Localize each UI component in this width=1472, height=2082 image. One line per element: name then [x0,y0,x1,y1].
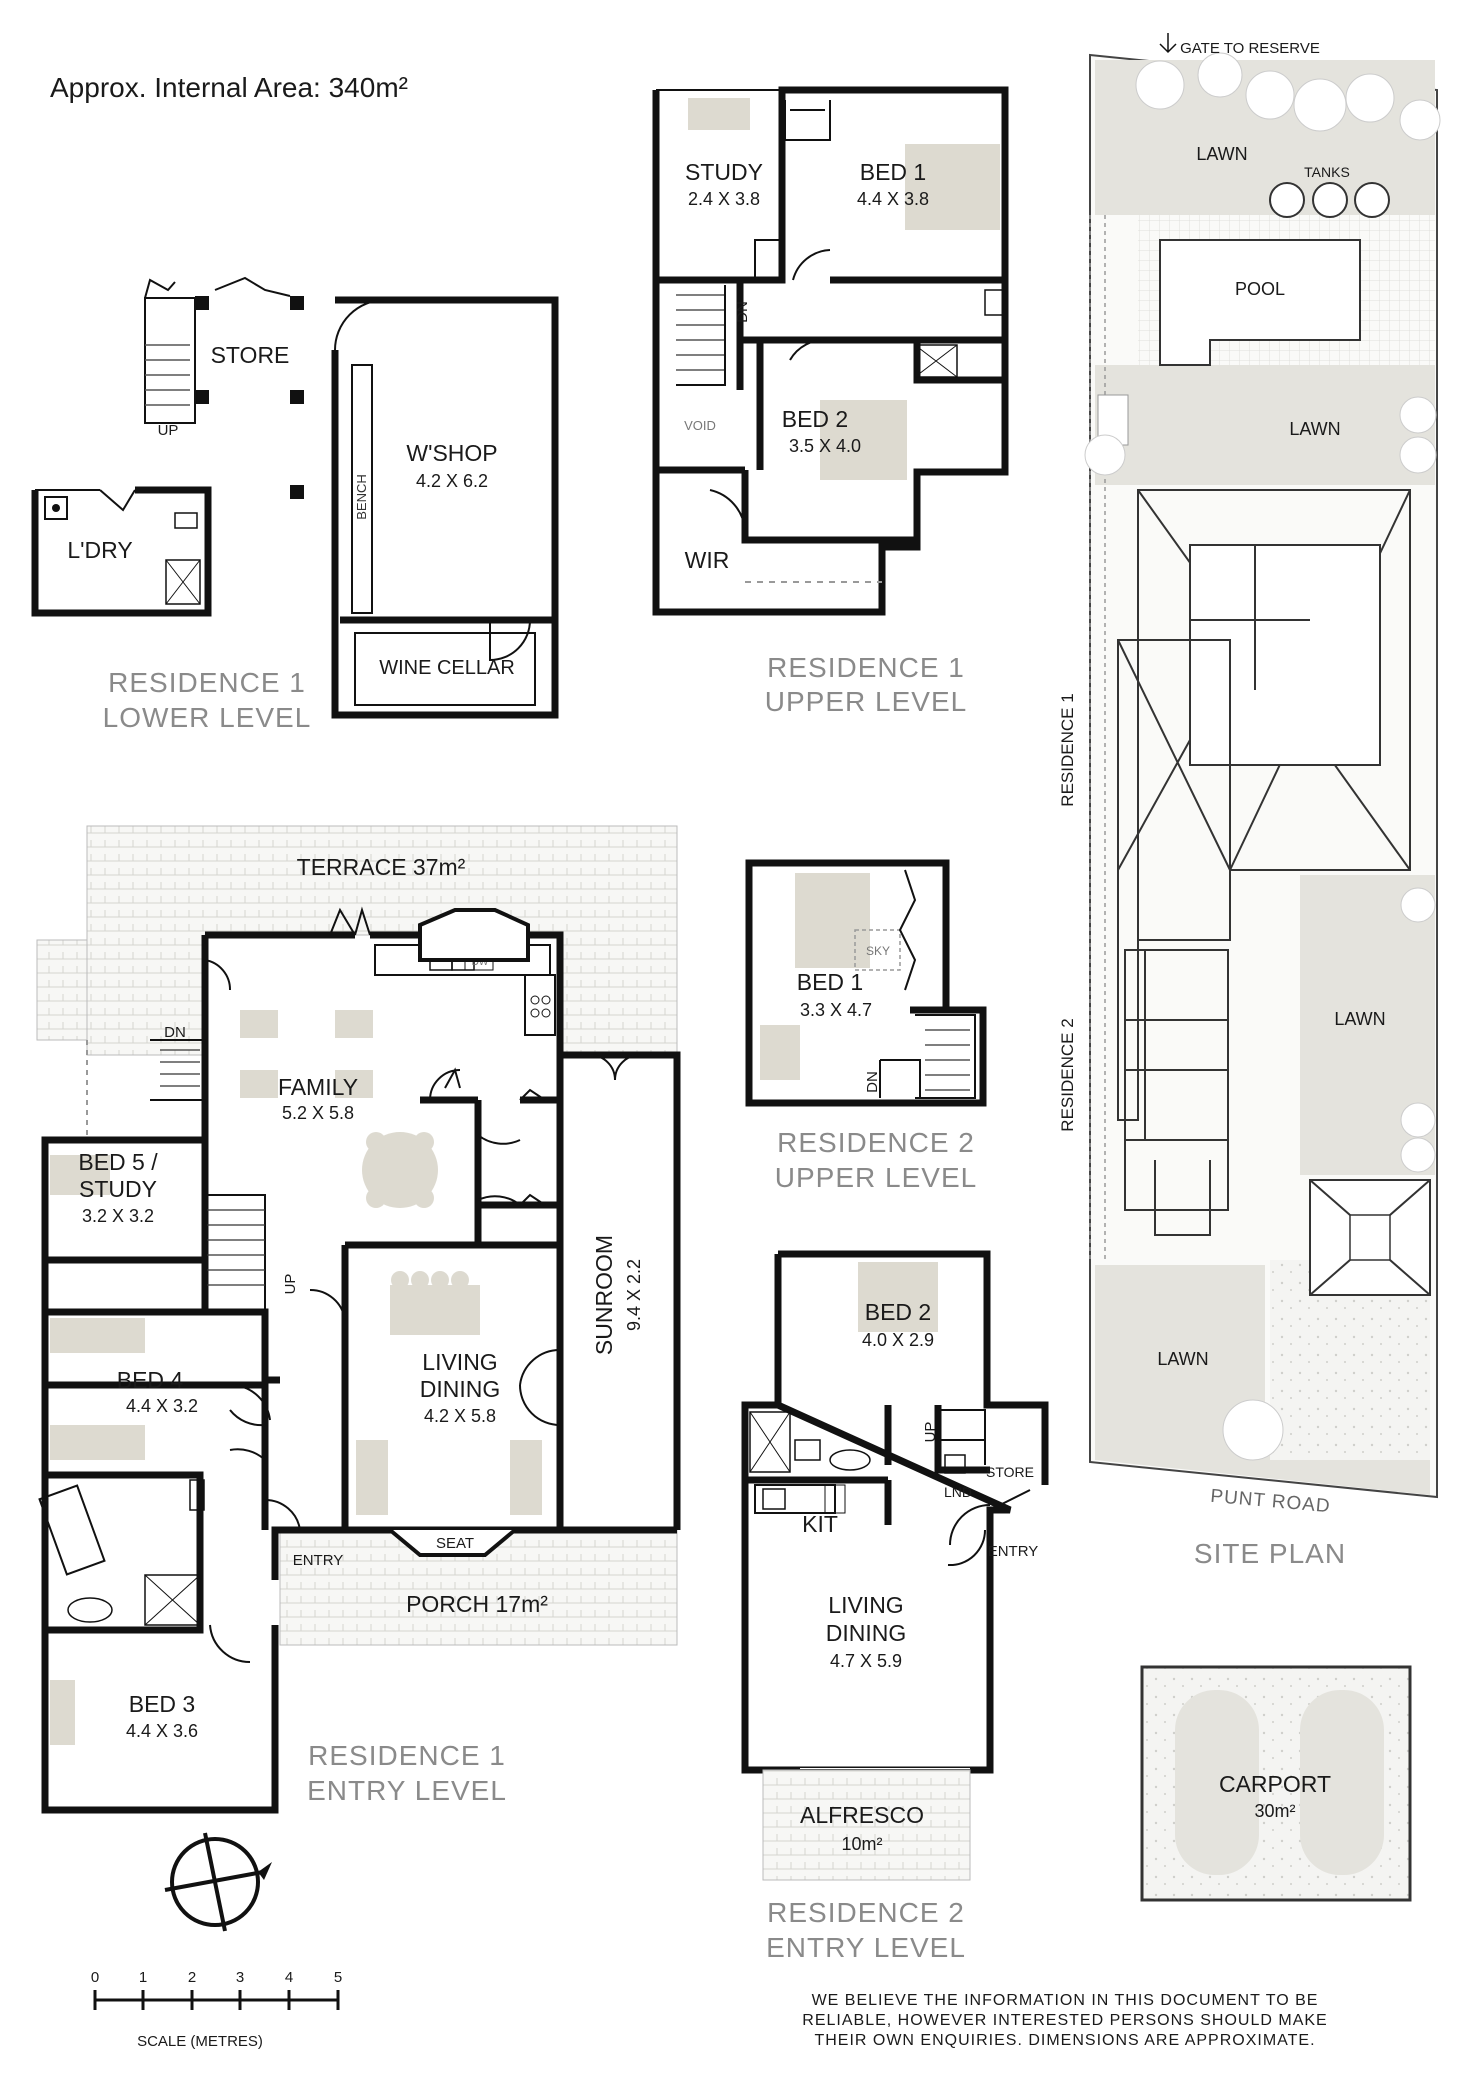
family-label: FAMILY [278,1074,358,1100]
r1-living-label: LIVING [422,1349,497,1375]
r1-entry-label: ENTRY [293,1552,344,1569]
family-dim: 5.2 X 5.8 [282,1103,354,1123]
r2-bed1-label: BED 1 [797,969,863,995]
wshop-dim: 4.2 X 6.2 [416,471,488,491]
terrace-label: TERRACE 37m² [297,854,466,880]
lawn-4-label: LAWN [1157,1349,1208,1369]
disclaimer-line-2: RELIABLE, HOWEVER INTERESTED PERSONS SHO… [802,2012,1327,2029]
porch-label: PORCH 17m² [406,1591,548,1617]
r1-entry-caption-1: RESIDENCE 1 [308,1740,506,1771]
tanks-label: TANKS [1304,164,1350,180]
void-label: VOID [684,418,716,433]
carport: CARPORT 30m² [1140,1665,1412,1902]
scale-tick-4: 4 [285,1969,293,1986]
scale-bar: 0 1 2 3 4 5 SCALE (METRES) [91,1969,342,2050]
r1-upper-caption-1: RESIDENCE 1 [767,652,965,683]
site-res2-label: RESIDENCE 2 [1058,1018,1077,1131]
wir-label: WIR [685,547,730,573]
bed4-dim: 4.4 X 3.2 [126,1396,198,1416]
r2-entry-label: ENTRY [988,1543,1039,1560]
r1-entry-dn: DN [164,1024,186,1041]
disclaimer-line-1: WE BELIEVE THE INFORMATION IN THIS DOCUM… [812,1992,1319,2009]
punt-road-label: PUNT ROAD [1210,1486,1332,1517]
r2-upper-caption-1: RESIDENCE 2 [777,1127,975,1158]
alfresco-label: ALFRESCO [800,1802,924,1828]
gate-label: GATE TO RESERVE [1180,40,1320,57]
r2-bed1-dim: 3.3 X 4.7 [800,1000,872,1020]
site-plan: GATE TO RESERVE LAWN TANKS POOL LAWN RES… [1058,33,1441,1569]
lawn-1-label: LAWN [1196,144,1247,164]
bed3-dim: 4.4 X 3.6 [126,1721,198,1741]
wshop-label: W'SHOP [406,440,497,466]
alfresco-area: 10m² [841,1834,882,1854]
r2-store-label: STORE [986,1464,1034,1480]
r2-entry-caption-2: ENTRY LEVEL [766,1932,966,1963]
r1-upper-caption-2: UPPER LEVEL [765,686,967,717]
r1-upper-level: DN VOID STUDY 2.4 X 3.8 BED 1 4.4 X 3.8 … [652,86,1009,717]
r2-upper-level: SKY DN BED 1 3.3 X 4.7 RESIDENCE 2 UPPER… [745,859,987,1193]
scale-tick-1: 1 [139,1969,147,1986]
scale-label: SCALE (METRES) [137,2033,263,2050]
pool-label: POOL [1235,279,1285,299]
r2-dining-label: DINING [826,1620,907,1646]
disclaimer-line-3: THEIR OWN ENQUIRIES. DIMENSIONS ARE APPR… [814,2032,1315,2049]
ldry-label: L'DRY [67,537,132,563]
carport-label: CARPORT [1219,1771,1331,1797]
bed5-label-2: STUDY [79,1176,157,1202]
r1-bed2-label: BED 2 [782,406,848,432]
r1-entry-level: DW DN UP SEAT TERRACE 37m² [36,825,681,1814]
r1-lower-caption-1: RESIDENCE 1 [108,667,306,698]
sunroom-label: SUNROOM [591,1235,617,1355]
skylight-label: SKY [866,944,890,958]
site-res1-label: RESIDENCE 1 [1058,693,1077,806]
study-label: STUDY [685,159,763,185]
study-dim: 2.4 X 3.8 [688,189,760,209]
r1-upper-dn: DN [734,301,751,323]
bench-label: BENCH [354,474,369,520]
r2-upper-dn: DN [864,1071,881,1093]
r1-lower-level: UP STORE BENCH W'SHOP 4.2 X 6.2 WINE CEL… [31,276,559,733]
store-label: STORE [211,342,290,368]
r2-entry-caption-1: RESIDENCE 2 [767,1897,965,1928]
scale-tick-5: 5 [334,1969,342,1986]
r2-living-label: LIVING [828,1592,903,1618]
scale-tick-0: 0 [91,1969,99,1986]
scale-tick-2: 2 [188,1969,196,1986]
kit-label: KIT [802,1511,838,1537]
r2-upper-caption-2: UPPER LEVEL [775,1162,977,1193]
r1-bed1-dim: 4.4 X 3.8 [857,189,929,209]
r1-ld-dim: 4.2 X 5.8 [424,1406,496,1426]
site-plan-title: SITE PLAN [1194,1538,1346,1569]
bed3-label: BED 3 [129,1691,195,1717]
scale-tick-3: 3 [236,1969,244,1986]
r1-entry-up: UP [282,1274,299,1295]
disclaimer: WE BELIEVE THE INFORMATION IN THIS DOCUM… [802,1992,1327,2049]
r2-bed2-label: BED 2 [865,1299,931,1325]
carport-area: 30m² [1254,1801,1295,1821]
north-arrow-icon [164,1832,272,1932]
seat-label: SEAT [436,1535,474,1552]
r2-entry-level: UP LND STORE BED 2 4.0 X 2.9 KIT ENTRY L… [741,1250,1049,1963]
r2-bed2-dim: 4.0 X 2.9 [862,1330,934,1350]
dw-label: DW [472,957,489,968]
bed5-dim: 3.2 X 3.2 [82,1206,154,1226]
bed4-label: BED 4 [117,1367,184,1393]
r1-lower-caption-2: LOWER LEVEL [103,702,312,733]
lnd-label: LND [944,1484,972,1500]
lawn-3-label: LAWN [1334,1009,1385,1029]
r1-dining-label: DINING [420,1376,501,1402]
r1-entry-caption-2: ENTRY LEVEL [307,1775,507,1806]
sunroom-dim: 9.4 X 2.2 [624,1259,644,1331]
wine-cellar-label: WINE CELLAR [379,657,515,679]
r2-ld-dim: 4.7 X 5.9 [830,1651,902,1671]
bed5-label-1: BED 5 / [78,1149,158,1175]
lawn-2-label: LAWN [1289,419,1340,439]
r2-up-label: UP [922,1422,939,1443]
r1-bed2-dim: 3.5 X 4.0 [789,436,861,456]
internal-area: Approx. Internal Area: 340m² [50,72,408,103]
r1-bed1-label: BED 1 [860,159,926,185]
store-up-label: UP [158,422,179,439]
